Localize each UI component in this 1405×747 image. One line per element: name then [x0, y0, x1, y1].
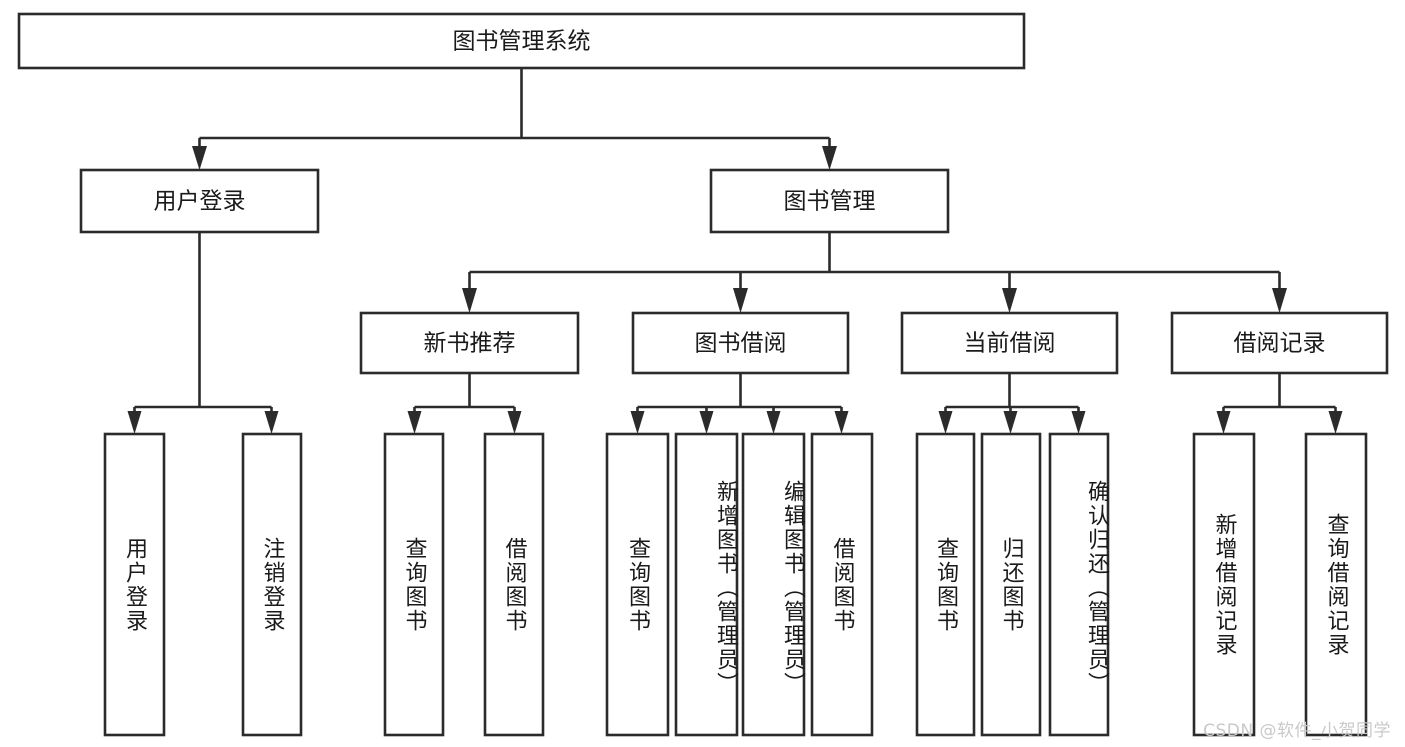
node-root-box[interactable] — [17, 12, 1026, 70]
node-borrow-record-label: 借阅记录 — [1234, 331, 1326, 357]
node-book-manage-label: 图书管理 — [784, 189, 876, 215]
arrow-br-to-l2-icon — [1328, 411, 1343, 434]
node-new-book-rec-box[interactable] — [359, 311, 580, 375]
leaf-box-2[interactable] — [383, 432, 445, 737]
arrow-bb-to-l4-icon — [834, 411, 849, 434]
node-book-borrow-box[interactable] — [631, 311, 850, 375]
csdn-watermark: CSDN @软件_小贺同学 — [1203, 721, 1391, 741]
arrow-br-to-l1-icon — [1216, 411, 1231, 434]
leaf-box-7[interactable] — [810, 432, 874, 737]
arrow-ul-to-l2-icon — [264, 411, 279, 434]
arrow-bm-to-c4-icon — [1272, 288, 1287, 313]
node-borrow-record-box[interactable] — [1170, 311, 1389, 375]
node-book-manage-box[interactable] — [709, 168, 950, 234]
arrow-cb-to-l2-icon — [1003, 411, 1018, 434]
connector-layer — [127, 68, 1343, 434]
arrow-bm-to-c1-icon — [462, 288, 477, 313]
leaf-box-9[interactable] — [980, 432, 1042, 737]
arrow-nb-to-l1-icon — [407, 411, 422, 434]
leaf-box-4[interactable] — [605, 432, 670, 737]
leaf-box-8[interactable] — [915, 432, 976, 737]
node-layer: 图书管理系统 用户登录 图书管理 新书推荐 图书借阅 当前借阅 借阅记录 — [17, 12, 1389, 737]
node-user-login-label: 用户登录 — [154, 189, 246, 215]
arrow-nb-to-l2-icon — [507, 411, 522, 434]
arrow-root-to-book-manage-icon — [822, 146, 837, 170]
arrow-bm-to-c2-icon — [733, 288, 748, 313]
leaf-box-5[interactable] — [674, 432, 739, 737]
leaf-box-11[interactable] — [1192, 432, 1256, 737]
leaf-box-3[interactable] — [483, 432, 545, 737]
node-current-borrow-box[interactable] — [900, 311, 1119, 375]
leaf-box-1[interactable] — [241, 432, 303, 737]
node-root-label: 图书管理系统 — [453, 29, 591, 55]
arrow-ul-to-l1-icon — [127, 411, 142, 434]
leaf-box-10[interactable] — [1048, 432, 1110, 737]
node-book-borrow-label: 图书借阅 — [695, 331, 787, 357]
leaf-box-0[interactable] — [103, 432, 166, 737]
arrow-bb-to-l2-icon — [699, 411, 714, 434]
node-new-book-rec-label: 新书推荐 — [424, 331, 516, 357]
leaf-box-12[interactable] — [1304, 432, 1368, 737]
arrow-root-to-user-login-icon — [192, 146, 207, 170]
arrow-cb-to-l3-icon — [1071, 411, 1086, 434]
node-current-borrow-label: 当前借阅 — [964, 331, 1056, 357]
node-user-login-box[interactable] — [79, 168, 320, 234]
arrow-bb-to-l3-icon — [766, 411, 781, 434]
leaf-box-6[interactable] — [741, 432, 806, 737]
arrow-bm-to-c3-icon — [1002, 288, 1017, 313]
arrow-bb-to-l1-icon — [630, 411, 645, 434]
arrow-cb-to-l1-icon — [938, 411, 953, 434]
